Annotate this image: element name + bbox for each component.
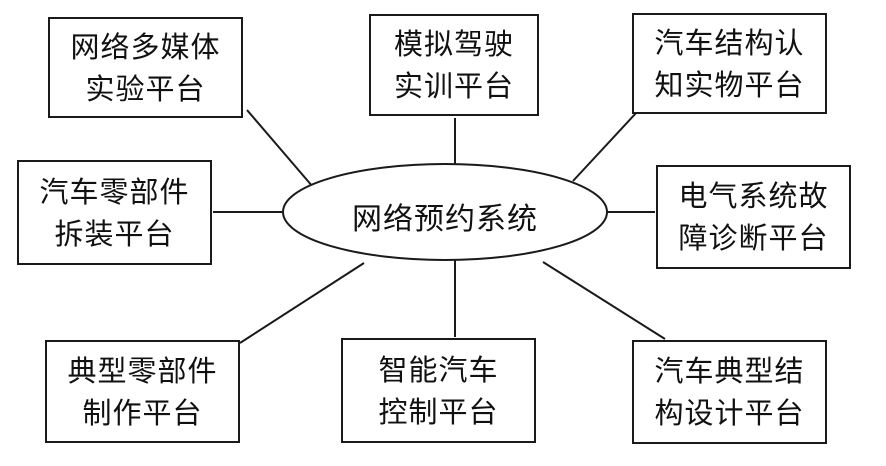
hub-label: 网络预约系统 bbox=[352, 202, 538, 237]
connector-bottom-left bbox=[239, 262, 365, 344]
platform-label-line: 汽车典型结 bbox=[654, 354, 805, 388]
platform-label-line: 典型零部件 bbox=[67, 353, 218, 388]
hub-ellipse bbox=[282, 163, 608, 261]
platform-box-top-right: 汽车结构认 知实物平台 bbox=[632, 13, 827, 114]
platform-label-line: 模拟驾驶 bbox=[393, 27, 514, 61]
platform-box-bottom-right: 汽车典型结 构设计平台 bbox=[632, 340, 827, 444]
platform-label-line: 电气系统故 bbox=[678, 179, 829, 213]
platform-label-line: 汽车零部件 bbox=[39, 174, 190, 209]
platform-box-bottom-center: 智能汽车 控制平台 bbox=[341, 338, 536, 443]
platform-box-top-left: 网络多媒体 实验平台 bbox=[48, 17, 243, 118]
platform-label-line: 控制平台 bbox=[378, 394, 499, 429]
platform-label-line: 知实物平台 bbox=[654, 67, 805, 102]
platform-label-line: 制作平台 bbox=[82, 395, 203, 430]
connector-top-left bbox=[246, 109, 314, 188]
platform-label-line: 障诊断平台 bbox=[678, 221, 829, 255]
platform-label-line: 网络多媒体 bbox=[70, 29, 221, 64]
platform-box-mid-right: 电气系统故 障诊断平台 bbox=[656, 165, 851, 269]
platform-box-top-center: 模拟驾驶 实训平台 bbox=[369, 14, 539, 116]
connector-bottom-right bbox=[542, 261, 666, 340]
platform-box-mid-left: 汽车零部件 拆装平台 bbox=[17, 160, 212, 265]
platform-label-line: 智能汽车 bbox=[378, 352, 499, 387]
platform-label-line: 构设计平台 bbox=[654, 396, 805, 430]
platform-box-bottom-left: 典型零部件 制作平台 bbox=[45, 340, 240, 443]
platform-label-line: 拆装平台 bbox=[54, 216, 175, 251]
connector-top-right bbox=[572, 111, 638, 182]
platform-label-line: 实验平台 bbox=[85, 71, 206, 106]
platform-label-line: 实训平台 bbox=[393, 69, 514, 103]
platform-label-line: 汽车结构认 bbox=[654, 25, 805, 60]
